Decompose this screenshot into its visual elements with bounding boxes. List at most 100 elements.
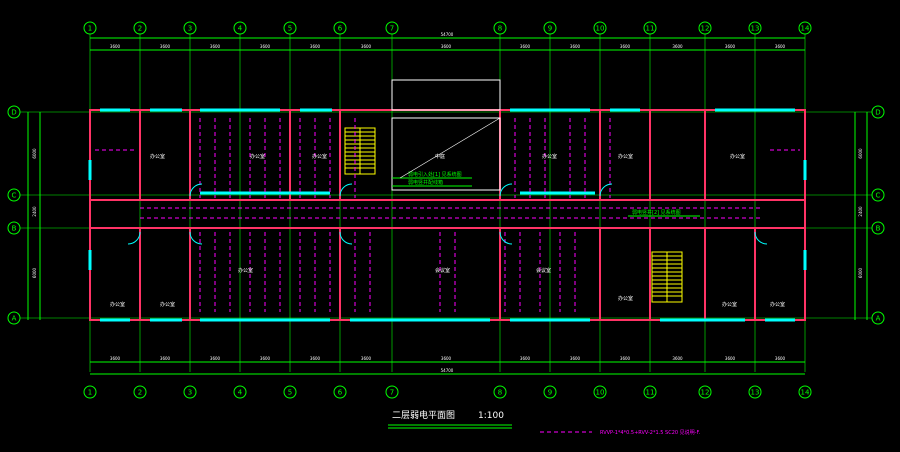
title-block: 二层弱电平面图 1:100 RVVP-1*4*0.5+RVV-2*1.5 SC2… (388, 409, 701, 436)
dimension-text: 3600 (725, 44, 736, 49)
axis-bubble (593, 21, 607, 35)
dimension-text: 3600 (160, 356, 171, 361)
side-dimension-text: 2400 (32, 206, 37, 217)
axis-label: 8 (498, 389, 502, 397)
axis-bubble (871, 188, 885, 202)
wiring-legend: RVVP-1*4*0.5+RVV-2*1.5 SC20 见说明-F. (600, 429, 701, 436)
door-swings (127, 183, 768, 245)
axis-label: 5 (288, 389, 292, 397)
room-label-center: 中庭 (435, 153, 445, 160)
axis-bubble (543, 385, 557, 399)
axis-bubble (871, 311, 885, 325)
dimension-text: 3600 (620, 356, 631, 361)
axis-label: 9 (548, 25, 552, 33)
axis-label: 4 (238, 25, 243, 33)
room-labels: 办公室 办公室 办公室 办公室 办公室 办公室 中庭 办公室 办公室 办公室 会… (110, 153, 785, 308)
axis-bubble (798, 385, 812, 399)
axis-label: 4 (238, 389, 243, 397)
dimension-text: 3600 (160, 44, 171, 49)
dimension-text: 3600 (210, 44, 221, 49)
axis-label: 6 (338, 25, 343, 33)
axis-label: A (12, 315, 17, 323)
riser-annotations: 弱电引入处[1] 见系统图 弱电竖井配线箱 弱电竖井[2] 见系统图 (392, 117, 700, 217)
room-label: 办公室 (150, 153, 165, 160)
axis-label: C (876, 192, 881, 200)
axis-label: 1 (88, 25, 92, 33)
axis-label: 10 (596, 389, 605, 397)
dimension-text: 3600 (520, 356, 531, 361)
axis-bubble (133, 385, 147, 399)
axis-bubble (7, 311, 21, 325)
axis-label: B (876, 225, 881, 233)
axis-bubble (643, 385, 657, 399)
dimension-text: 3600 (441, 356, 452, 361)
side-dimension-text: 6000 (858, 267, 863, 278)
room-label: 办公室 (618, 153, 633, 160)
axis-bubble (643, 21, 657, 35)
room-label: 办公室 (770, 301, 785, 308)
side-dimension-text: 2400 (858, 206, 863, 217)
side-dimension-text: 6000 (858, 148, 863, 159)
axis-bubble (385, 21, 399, 35)
dimension-lines (27, 37, 868, 375)
axis-bubble (698, 385, 712, 399)
axis-label: 13 (751, 25, 760, 33)
axis-label: 14 (801, 389, 810, 397)
axis-bubble (333, 385, 347, 399)
dimension-text: 3600 (310, 44, 321, 49)
axis-label: 12 (701, 25, 710, 33)
axis-bubble (798, 21, 812, 35)
axis-bubble (7, 188, 21, 202)
axis-bubble (83, 21, 97, 35)
axis-bubble (698, 21, 712, 35)
axis-label: 1 (88, 389, 92, 397)
axis-bubble (183, 21, 197, 35)
axis-label: 3 (188, 25, 192, 33)
axis-label: 2 (138, 389, 142, 397)
axis-label: 9 (548, 389, 552, 397)
riser-label-1: 弱电引入处[1] 见系统图 (408, 171, 462, 178)
room-label: 办公室 (722, 301, 737, 308)
axis-bubble (493, 21, 507, 35)
axis-label: 8 (498, 25, 502, 33)
dimension-text: 3600 (310, 356, 321, 361)
total-dimension-text: 54700 (441, 32, 454, 37)
axis-bubble (233, 21, 247, 35)
dimension-text: 3600 (110, 356, 121, 361)
axis-label: A (876, 315, 881, 323)
axis-bubble (283, 21, 297, 35)
room-label: 办公室 (312, 153, 327, 160)
dimension-text: 3600 (672, 356, 683, 361)
room-label: 办公室 (110, 301, 125, 308)
axis-bubble (543, 21, 557, 35)
dimension-text: 3600 (361, 356, 372, 361)
axis-label: 7 (390, 389, 394, 397)
axis-label: 11 (646, 25, 655, 33)
room-label: 办公室 (542, 153, 557, 160)
dimension-text: 3600 (725, 356, 736, 361)
side-dimension-text: 6000 (32, 267, 37, 278)
axis-bubble (493, 385, 507, 399)
stairs (344, 127, 683, 303)
dimension-text: 3600 (260, 356, 271, 361)
dimension-text: 3600 (520, 44, 531, 49)
dimension-text: 3600 (570, 356, 581, 361)
axis-bubble (748, 21, 762, 35)
windows (88, 108, 807, 322)
axis-label: C (12, 192, 17, 200)
axis-label: 3 (188, 389, 192, 397)
total-dimension-text: 54700 (441, 368, 454, 373)
axis-bubble (133, 21, 147, 35)
axis-bubble (871, 105, 885, 119)
dimension-text: 3600 (775, 44, 786, 49)
axis-bubble (748, 385, 762, 399)
axis-bubble (7, 221, 21, 235)
axis-bubble (333, 21, 347, 35)
dimension-text: 3600 (672, 44, 683, 49)
axis-label: 6 (338, 389, 343, 397)
axis-bubble (871, 221, 885, 235)
axis-label: D (11, 109, 16, 117)
axis-bubble (593, 385, 607, 399)
